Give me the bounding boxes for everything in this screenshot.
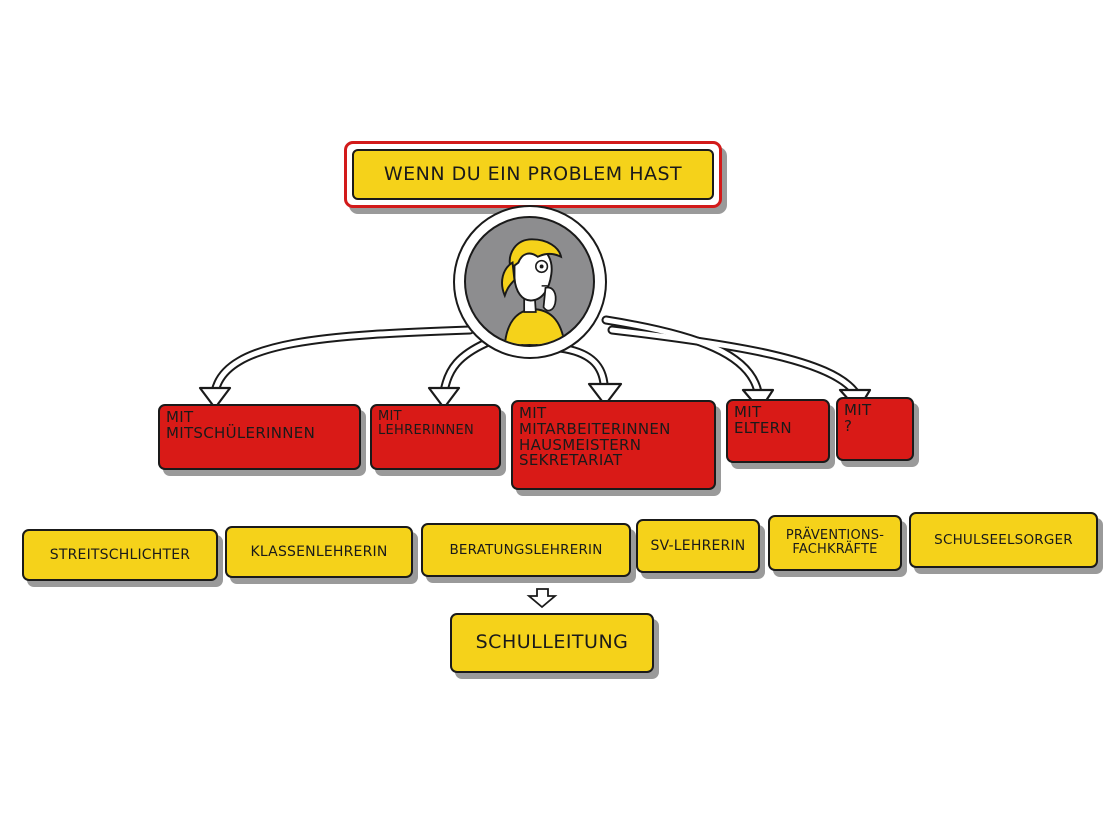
category-mitarbeiterinnen: MIT MITARBEITERINNEN HAUSMEISTERN SEKRET… — [511, 400, 716, 490]
girl-drawing — [501, 238, 566, 345]
category-prefix: MIT — [519, 404, 547, 422]
contact-label: STREITSCHLICHTER — [49, 546, 191, 563]
category-label: ELTERN — [734, 418, 792, 437]
category-arrow-fills — [212, 317, 858, 395]
category-eltern: MIT ELTERN — [726, 399, 830, 463]
contact-sv-lehrerin: SV-LEHRERIN — [636, 519, 760, 573]
contact-praeventionsfachkraefte: PRÄVENTIONS- FACHKRÄFTE — [768, 515, 902, 571]
category-lehrerinnen: MIT LEHRERINNEN — [370, 404, 501, 470]
category-label: SEKRETARIAT — [519, 451, 623, 470]
category-mitschuelerinnen: MIT MITSCHÜLERINNEN — [158, 404, 361, 470]
category-label: ? — [844, 416, 853, 435]
contact-label: SV-LEHRERIN — [650, 537, 746, 554]
contact-schulseelsorger: SCHULSEELSORGER — [909, 512, 1098, 568]
page-title: WENN DU EIN PROBLEM HAST — [352, 149, 714, 200]
escalation-schulleitung: SCHULLEITUNG — [450, 613, 654, 673]
category-label: HAUSMEISTERN — [519, 435, 642, 454]
title-box: WENN DU EIN PROBLEM HAST — [344, 141, 722, 208]
contact-label: SCHULSEELSORGER — [934, 531, 1073, 548]
category-label: LEHRERINNEN — [378, 422, 475, 438]
category-unknown: MIT ? — [836, 397, 914, 461]
person-portrait-icon — [453, 205, 607, 359]
contact-label-line2: FACHKRÄFTE — [792, 542, 878, 557]
contact-label-line1: PRÄVENTIONS- — [785, 528, 885, 544]
contact-label: BERATUNGSLEHRERIN — [449, 541, 603, 558]
contact-streitschlichter: STREITSCHLICHTER — [22, 529, 218, 581]
down-arrow-icon — [526, 588, 558, 609]
contact-klassenlehrerin: KLASSENLEHRERIN — [225, 526, 413, 578]
category-prefix: MIT — [378, 409, 402, 424]
category-prefix: MIT — [166, 408, 194, 426]
contact-label: KLASSENLEHRERIN — [250, 543, 388, 560]
category-label: MITARBEITERINNEN — [519, 419, 671, 438]
escalation-label: SCHULLEITUNG — [475, 631, 629, 654]
category-label: MITSCHÜLERINNEN — [166, 423, 316, 442]
contact-beratungslehrerin: BERATUNGSLEHRERIN — [421, 523, 631, 577]
category-prefix: MIT — [734, 403, 762, 421]
category-prefix: MIT — [844, 401, 872, 419]
